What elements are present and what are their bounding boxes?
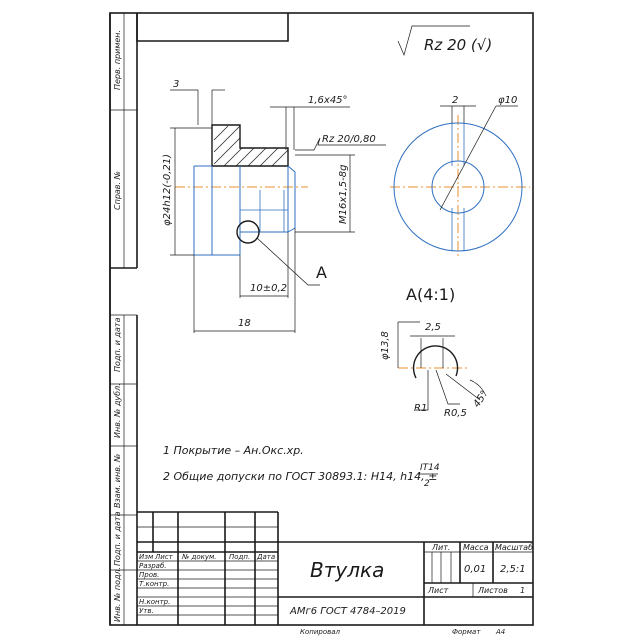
dim-10: 10±0,2 bbox=[250, 283, 287, 294]
title-block-row-nkontr: Н.контр. bbox=[139, 598, 170, 606]
dim-dia-13-8: φ13,8 bbox=[380, 331, 391, 360]
dim-rz-080: Rz 20/0,80 bbox=[322, 134, 376, 145]
top-left-designation-box bbox=[136, 13, 289, 42]
kopiroval-label: Копировал bbox=[300, 628, 341, 636]
label-podp-data-1: Подп. и дата bbox=[113, 317, 122, 372]
format-value: А4 bbox=[495, 628, 505, 636]
title-block-massa-value: 0,01 bbox=[464, 564, 486, 575]
title-block-listov-value: 1 bbox=[520, 586, 525, 595]
title-block-list-label: Лист bbox=[427, 586, 449, 595]
dim-chamfer: 1,6x45° bbox=[308, 95, 348, 106]
main-view-dimensions bbox=[170, 89, 386, 333]
title-block-row-utv: Утв. bbox=[139, 607, 154, 615]
leader-a-label: A bbox=[316, 263, 327, 282]
title-block-col-docum: № докум. bbox=[181, 553, 217, 561]
roughness-symbol bbox=[397, 25, 470, 57]
title-block-col-podp: Подп. bbox=[229, 553, 250, 561]
dim-3: 3 bbox=[173, 79, 179, 90]
side-view bbox=[390, 105, 530, 258]
title-block-listov-label: Листов bbox=[477, 586, 508, 595]
title-block-row-prov: Пров. bbox=[139, 571, 159, 579]
detail-a-title: A(4:1) bbox=[406, 285, 455, 304]
dim-2: 2 bbox=[452, 95, 458, 106]
label-perv-primen: Перв. примен. bbox=[113, 30, 122, 90]
label-vzam-inv: Взам. инв. № bbox=[113, 454, 122, 508]
title-block-masshtab-value: 2,5:1 bbox=[500, 564, 526, 575]
dim-45: 45° bbox=[471, 389, 490, 410]
dim-r1: R1 bbox=[414, 403, 427, 414]
hatched-section bbox=[211, 124, 289, 167]
label-inv-dubl: Инв. № дубл. bbox=[113, 383, 122, 438]
note-1: 1 Покрытие – Ан.Окс.хр. bbox=[163, 444, 304, 457]
format-label: Формат bbox=[452, 628, 481, 636]
title-block-col-izm: Изм bbox=[139, 553, 154, 561]
hatch-lines bbox=[213, 125, 289, 167]
title-block-grid bbox=[137, 511, 533, 625]
note-2: 2 Общие допуски по ГОСТ 30893.1: Н14, h1… bbox=[163, 470, 437, 483]
left-column-strip bbox=[109, 13, 138, 625]
dim-r0-5: R0,5 bbox=[444, 408, 467, 419]
main-view bbox=[175, 124, 320, 286]
dim-2-5: 2,5 bbox=[425, 322, 441, 333]
label-inv-podl: Инв. № подл. bbox=[113, 567, 122, 622]
note-2-frac-bottom: 2 bbox=[424, 479, 430, 489]
title-block-row-tkontr: Т.контр. bbox=[139, 580, 169, 588]
label-podp-data-2: Подп. и дата bbox=[113, 511, 122, 566]
detail-a-view bbox=[397, 321, 487, 411]
dim-dia-10: φ10 bbox=[498, 95, 517, 106]
note-2-frac-top: IT14 bbox=[420, 463, 440, 473]
part-material: АМг6 ГОСТ 4784–2019 bbox=[289, 606, 406, 617]
dim-thread: M16x1,5-8g bbox=[338, 165, 349, 225]
detail-a-circle bbox=[236, 220, 260, 244]
roughness-text: Rz 20 (√) bbox=[424, 36, 492, 54]
label-sprav-no: Справ. № bbox=[113, 171, 122, 210]
title-block-lit-label: Лит. bbox=[431, 543, 450, 552]
title-block-col-data: Дата bbox=[256, 553, 275, 561]
dim-18: 18 bbox=[238, 318, 251, 329]
title-block-row-razrab: Разраб. bbox=[139, 562, 167, 570]
dim-dia-24: φ24h12(-0,21) bbox=[162, 154, 173, 226]
title-block-massa-label: Масса bbox=[463, 543, 489, 552]
title-block-masshtab-label: Масштаб bbox=[495, 543, 533, 552]
part-name: Втулка bbox=[310, 558, 384, 582]
title-block-col-list: Лист bbox=[154, 553, 174, 561]
